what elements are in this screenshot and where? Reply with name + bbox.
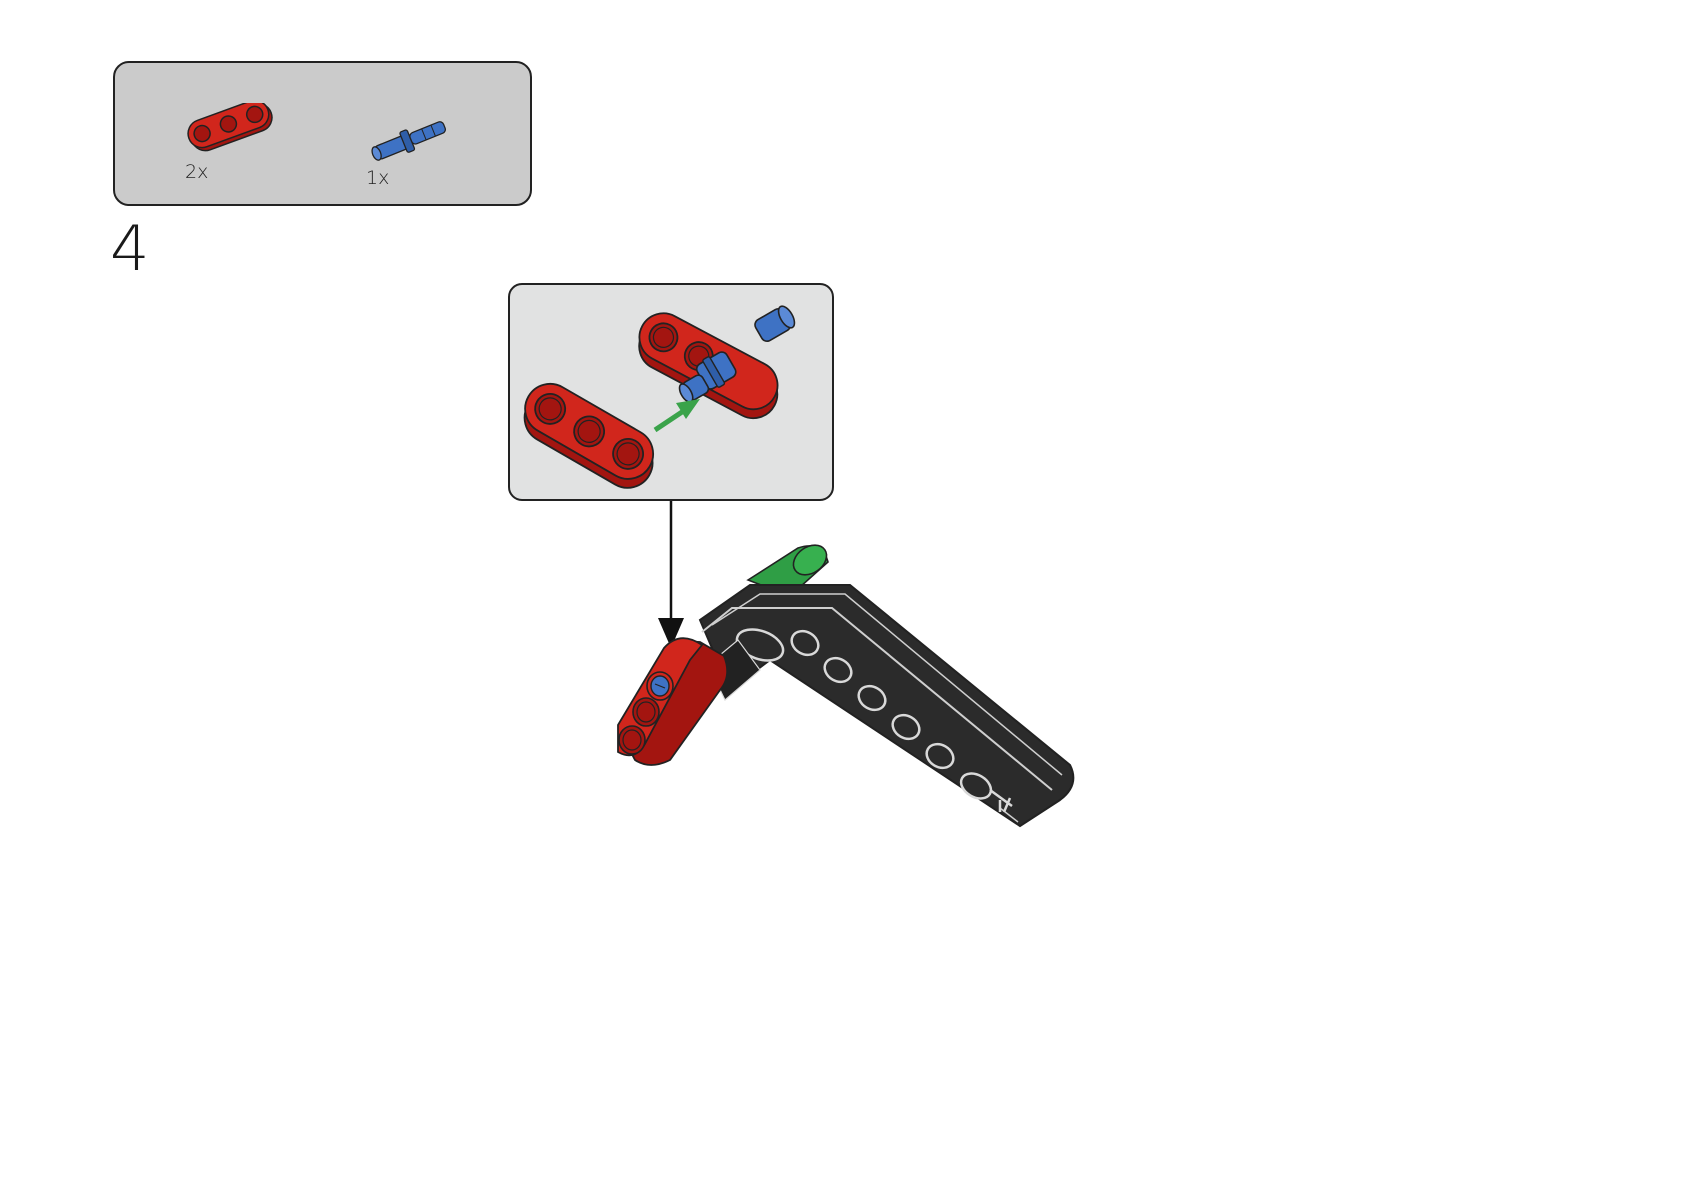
- pin-quantity-label: 1x: [366, 167, 390, 189]
- callout-box: [508, 283, 834, 501]
- red-3-hole-beam-icon: [187, 103, 273, 152]
- blue-axle-pin-icon: [371, 121, 446, 161]
- step-number: 4: [110, 212, 150, 285]
- beam-quantity-label: 2x: [185, 161, 209, 183]
- callout-illustration: [523, 305, 796, 489]
- assembly-arrow-icon: [658, 501, 684, 648]
- red-3-hole-beam-icon: [523, 382, 654, 489]
- blue-axle-pin-icon: [678, 305, 796, 403]
- insert-arrow-icon: [653, 399, 700, 433]
- green-pin: [746, 544, 829, 597]
- black-angled-beam: [698, 584, 1075, 828]
- red-3-hole-beam-icon: [617, 637, 729, 766]
- parts-list-box: 2x 1x: [113, 61, 532, 206]
